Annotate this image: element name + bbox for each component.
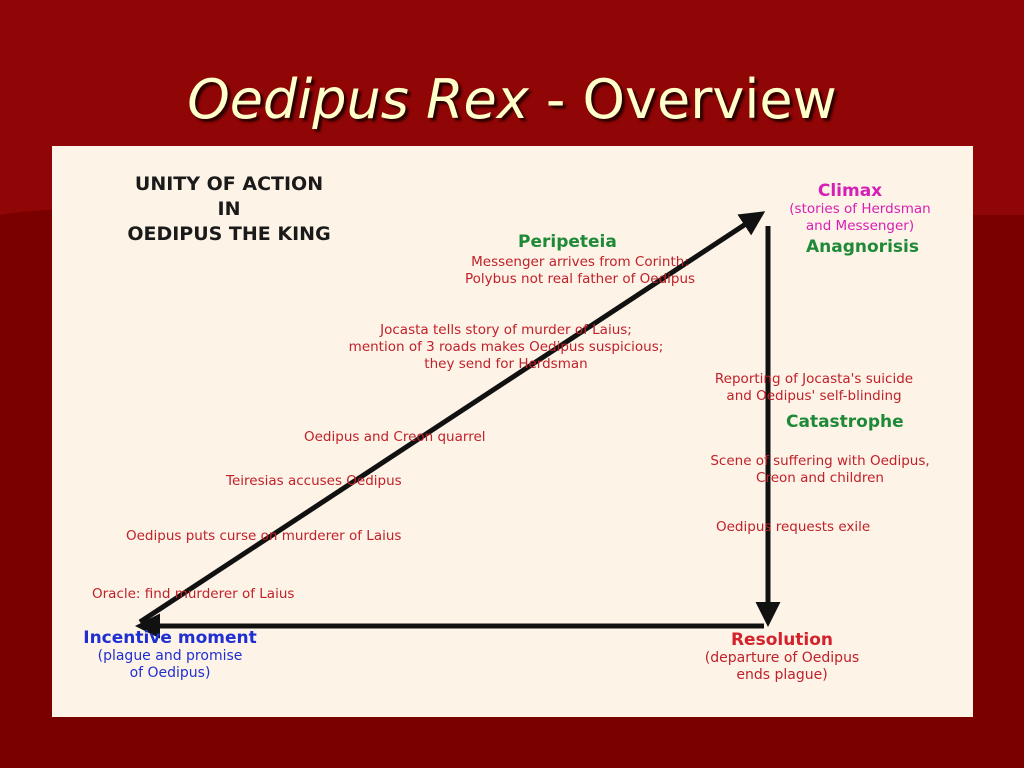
suffering-event: Scene of suffering with Oedipus, Creon a…: [676, 453, 964, 487]
resolution-block: Resolution (departure of Oedipus ends pl…: [682, 630, 882, 684]
slide-title-italic: Oedipus Rex: [187, 68, 529, 131]
quarrel-event: Oedipus and Creon quarrel: [304, 429, 486, 445]
slide-title: Oedipus Rex - Overview: [0, 62, 1024, 138]
climax-block: Climax (stories of Herdsman and Messenge…: [760, 181, 960, 235]
incentive-label: Incentive moment: [83, 628, 257, 648]
climax-sub-1: (stories of Herdsman: [789, 201, 931, 217]
peripeteia-sub: Messenger arrives from Corinth: Polybus …: [430, 254, 730, 288]
reporting-event: Reporting of Jocasta's suicide and Oedip…: [680, 371, 948, 405]
resolution-label: Resolution: [730, 630, 834, 650]
incentive-sub-1: (plague and promise: [97, 648, 243, 664]
resolution-sub-1: (departure of Oedipus: [704, 650, 860, 666]
diagram-panel: [52, 146, 973, 717]
oracle-event: Oracle: find murderer of Laius: [92, 586, 295, 602]
peripeteia-label: Peripeteia: [518, 232, 617, 252]
peripeteia-sub-2: Polybus not real father of Oedipus: [464, 271, 696, 287]
reporting-line-1: Reporting of Jocasta's suicide: [714, 371, 914, 387]
suffering-line-2: Creon and children: [756, 470, 884, 486]
heading-line-1: UNITY OF ACTION: [134, 173, 324, 195]
diagram-heading: UNITY OF ACTION IN OEDIPUS THE KING: [88, 172, 370, 247]
curse-event: Oedipus puts curse on murderer of Laius: [126, 528, 402, 544]
climax-sub-2: and Messenger): [805, 218, 915, 234]
heading-line-3: OEDIPUS THE KING: [127, 223, 331, 245]
anagnorisis-label: Anagnorisis: [806, 237, 919, 257]
resolution-sub-2: ends plague): [736, 667, 828, 683]
jocasta-line-3: they send for Herdsman: [424, 356, 588, 372]
peripeteia-sub-1: Messenger arrives from Corinth:: [471, 254, 689, 270]
exile-event: Oedipus requests exile: [716, 519, 871, 535]
incentive-block: Incentive moment (plague and promise of …: [56, 628, 284, 682]
incentive-sub-2: of Oedipus): [129, 665, 211, 681]
heading-line-2: IN: [217, 198, 241, 220]
suffering-line-1: Scene of suffering with Oedipus,: [710, 453, 930, 469]
climax-label: Climax: [817, 181, 883, 201]
catastrophe-label: Catastrophe: [786, 412, 904, 432]
jocasta-event: Jocasta tells story of murder of Laius; …: [304, 322, 708, 373]
teiresias-event: Teiresias accuses Oedipus: [226, 473, 402, 489]
slide-title-rest: - Overview: [528, 68, 837, 131]
rising-action-arrow: [138, 211, 766, 625]
reporting-line-2: and Oedipus' self-blinding: [726, 388, 902, 404]
jocasta-line-1: Jocasta tells story of murder of Laius;: [380, 322, 632, 338]
jocasta-line-2: mention of 3 roads makes Oedipus suspici…: [348, 339, 664, 355]
